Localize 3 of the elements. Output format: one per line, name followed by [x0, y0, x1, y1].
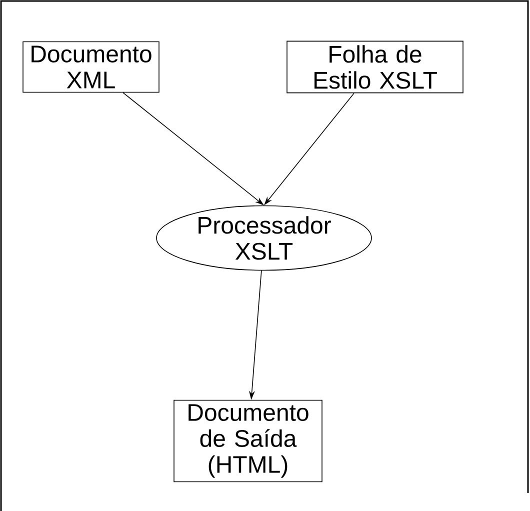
process-box: Documento de Saída (HTML): [174, 400, 322, 482]
process-box: Documento XML: [22, 41, 160, 93]
process-box: Folha de Estilo XSLT: [286, 40, 464, 94]
